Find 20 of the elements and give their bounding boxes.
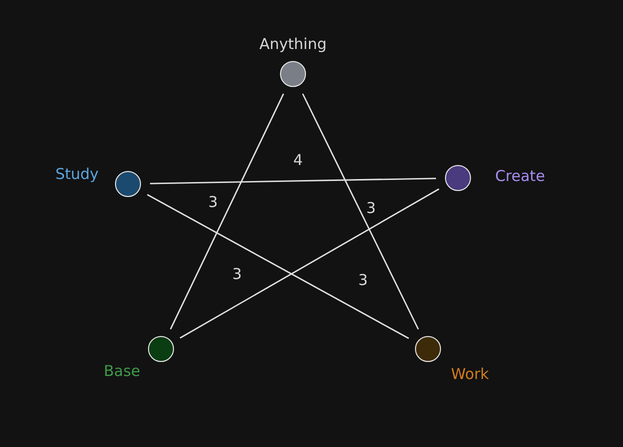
node-label: Base [104, 362, 140, 380]
edge-count-label: 3 [232, 265, 242, 283]
node-label: Work [451, 365, 489, 383]
node-label: Anything [259, 35, 327, 53]
node-label: Study [55, 165, 99, 183]
edge-count-label: 4 [293, 151, 303, 169]
edge-count-label: 3 [366, 199, 376, 217]
edge-count-label: 3 [358, 271, 368, 289]
node-label: Create [495, 167, 545, 185]
circle-node [445, 165, 471, 191]
connector-line [150, 178, 436, 184]
circle-node [415, 336, 441, 362]
circle-node [280, 61, 306, 87]
edge-count-label: 3 [208, 193, 218, 211]
circle-node [148, 336, 174, 362]
connector-line [180, 188, 440, 339]
connector-line [170, 94, 284, 330]
connector-line [302, 93, 419, 330]
circle-node [115, 171, 141, 197]
connector-line [146, 194, 410, 340]
